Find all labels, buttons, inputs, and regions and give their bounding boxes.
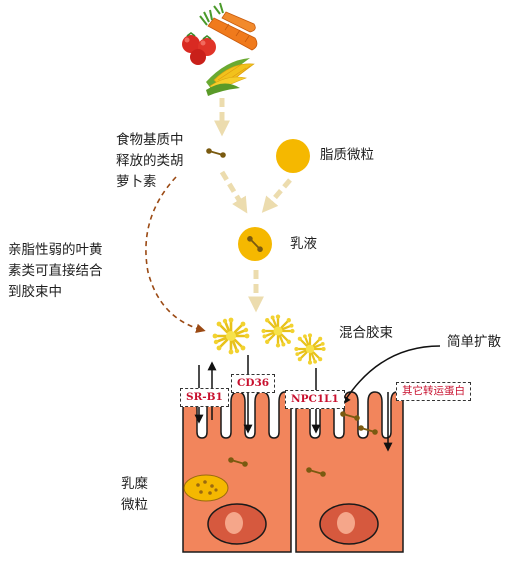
transporter-srb1: SR-B1 [180,388,229,407]
chylomicron-label: 乳糜 微粒 [121,474,148,516]
nucleolus [337,512,355,534]
lipid-droplet [276,139,310,173]
enterocyte-cell-right [296,392,403,552]
micelle [261,314,294,347]
corn-icon [206,58,254,96]
carotenoid-molecule [206,148,226,158]
direct-incorporation-arrow [146,177,202,330]
transporter-other: 其它转运蛋白 [396,382,471,401]
emulsion-droplet [238,227,272,261]
micelle [213,318,250,355]
emulsion-label: 乳液 [290,234,317,255]
transporter-npc1l1: NPC1L1 [285,390,345,409]
tomato-icon [182,33,216,65]
mixed-micelles-label: 混合胶束 [339,323,393,344]
food-group [182,3,257,96]
arrow-carotenoid-to-emulsion [222,172,244,208]
lutein-direct-label: 亲脂性弱的叶黄 素类可直接结合 到胶束中 [8,240,103,303]
micelle [294,333,325,364]
released-carotenoids-label: 食物基质中 释放的类胡 萝卜素 [116,130,184,193]
lipid-droplet-label: 脂质微粒 [320,145,374,166]
flow-arrows [222,98,290,306]
simple-diffusion-label: 简单扩散 [447,332,501,353]
transporter-cd36: CD36 [231,374,275,393]
chylomicron-particle [184,475,228,501]
mixed-micelle-group [213,314,326,364]
arrow-lipid-to-emulsion [266,180,290,208]
nucleolus [225,512,243,534]
